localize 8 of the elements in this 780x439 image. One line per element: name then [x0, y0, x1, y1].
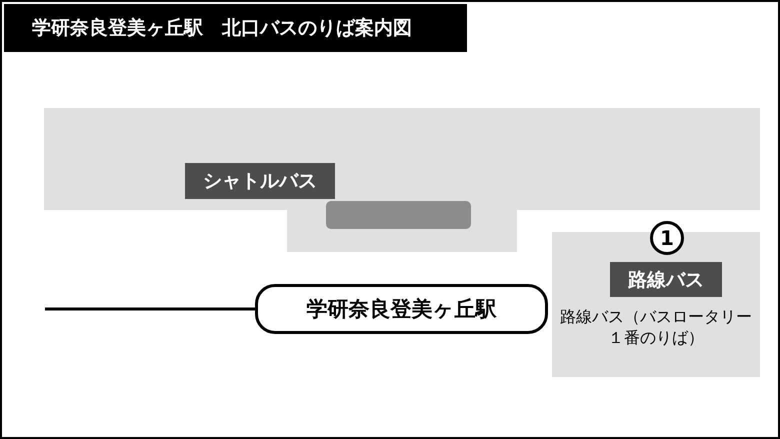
- station-box: 学研奈良登美ヶ丘駅: [255, 284, 548, 334]
- route-tag: シャトルバス: [185, 163, 335, 199]
- title-bar: 学研奈良登美ヶ丘駅 北口バスのりば案内図: [4, 4, 467, 52]
- stop-number: 1: [650, 221, 684, 255]
- route-tag: 路線バス: [610, 262, 722, 297]
- stop-description: 路線バス（バスロータリー１番のりば）: [559, 306, 753, 348]
- stop-panel: [552, 232, 760, 377]
- bus-bay: [326, 201, 471, 229]
